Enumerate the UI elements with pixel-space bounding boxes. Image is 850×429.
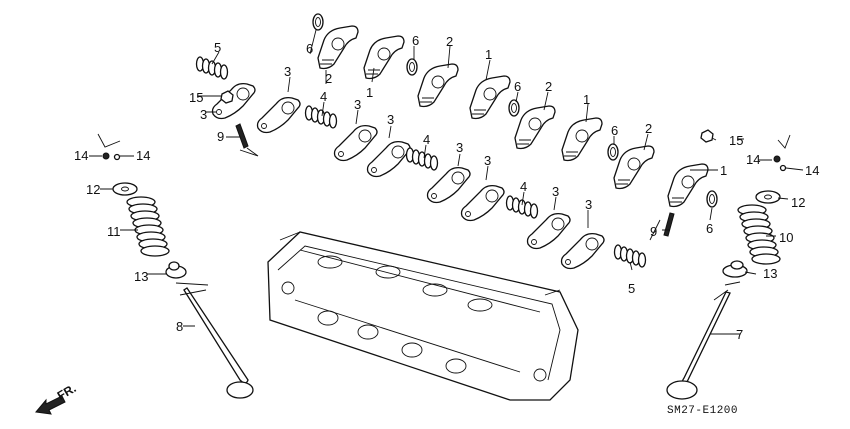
- callout-14: 14: [136, 148, 151, 163]
- callout-3: 3: [456, 140, 464, 155]
- drawing-code: SM27-E1200: [667, 405, 739, 417]
- callout-6: 6: [306, 41, 314, 56]
- callout-9: 9: [650, 224, 658, 239]
- callout-14: 14: [74, 148, 89, 163]
- callout-1: 1: [485, 47, 493, 62]
- callout-12: 12: [86, 182, 101, 197]
- callout-5: 5: [214, 40, 222, 55]
- callout-15: 15: [729, 133, 744, 148]
- callout-1: 1: [366, 85, 374, 100]
- callout-5: 5: [628, 281, 636, 296]
- callout-2: 2: [645, 121, 653, 136]
- callout-2: 2: [446, 34, 454, 49]
- callout-11: 11: [107, 224, 121, 239]
- callout-6: 6: [514, 79, 522, 94]
- callout-10: 10: [779, 230, 794, 245]
- callout-3: 3: [354, 97, 362, 112]
- callout-1: 1: [583, 92, 591, 107]
- callout-4: 4: [320, 89, 328, 104]
- callout-6: 6: [611, 123, 619, 138]
- callout-2: 2: [325, 71, 333, 86]
- callout-14: 14: [805, 163, 820, 178]
- callout-3: 3: [284, 64, 292, 79]
- callout-12: 12: [791, 195, 806, 210]
- callout-9: 9: [217, 129, 225, 144]
- callout-8: 8: [176, 319, 184, 334]
- callout-3: 3: [585, 197, 593, 212]
- callout-3: 3: [552, 184, 560, 199]
- callout-13: 13: [763, 266, 778, 281]
- callout-15: 15: [189, 90, 204, 105]
- callout-13: 13: [134, 269, 149, 284]
- callout-14: 14: [746, 152, 761, 167]
- callout-6: 6: [706, 221, 714, 236]
- callout-4: 4: [520, 179, 528, 194]
- callout-1: 1: [720, 163, 728, 178]
- callout-3: 3: [200, 107, 208, 122]
- callout-2: 2: [545, 79, 553, 94]
- callout-6: 6: [412, 33, 420, 48]
- callout-7: 7: [736, 327, 744, 342]
- callout-3: 3: [484, 153, 492, 168]
- callout-4: 4: [423, 132, 431, 147]
- callout-3: 3: [387, 112, 395, 127]
